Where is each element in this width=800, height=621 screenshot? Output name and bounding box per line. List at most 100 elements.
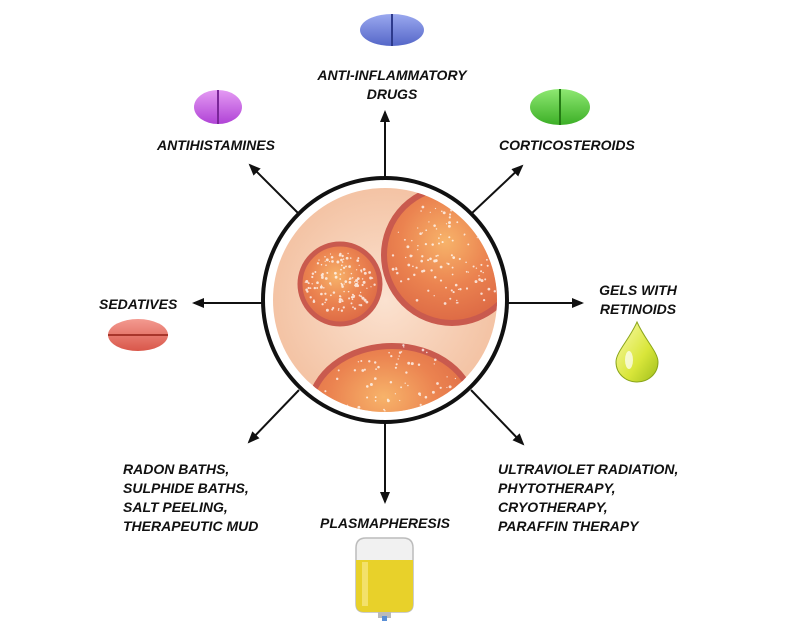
skin-speckle xyxy=(398,424,400,426)
skin-speckle xyxy=(478,278,481,281)
skin-speckle xyxy=(457,288,460,291)
skin-speckle xyxy=(458,257,461,261)
skin-speckle xyxy=(339,252,342,256)
skin-speckle xyxy=(420,465,422,467)
skin-speckle xyxy=(342,306,345,309)
pill-purple-icon xyxy=(194,90,242,124)
skin-speckle xyxy=(328,260,331,263)
skin-speckle xyxy=(425,449,427,451)
skin-speckle xyxy=(399,280,403,283)
skin-speckle xyxy=(493,290,496,293)
skin-speckle xyxy=(480,263,483,266)
skin-speckle xyxy=(448,221,451,225)
skin-speckle xyxy=(506,259,508,261)
skin-speckle xyxy=(362,268,366,271)
skin-speckle xyxy=(451,273,454,276)
skin-speckle xyxy=(322,276,324,278)
skin-speckle xyxy=(474,280,478,284)
skin-speckle xyxy=(316,287,319,289)
skin-speckle xyxy=(410,362,414,366)
skin-speckle xyxy=(448,236,451,239)
skin-speckle xyxy=(307,286,310,290)
label-line: PARAFFIN THERAPY xyxy=(498,518,639,534)
skin-speckle xyxy=(350,302,353,305)
skin-speckle xyxy=(508,270,511,273)
skin-speckle xyxy=(434,259,438,263)
skin-speckle xyxy=(374,396,377,399)
skin-speckle xyxy=(356,259,360,262)
skin-speckle xyxy=(403,238,406,241)
skin-speckle xyxy=(326,271,329,274)
label-line: PLASMAPHERESIS xyxy=(320,515,450,531)
skin-speckle xyxy=(373,377,377,380)
skin-speckle xyxy=(428,221,430,223)
skin-speckle xyxy=(472,265,475,268)
skin-speckle xyxy=(434,358,437,362)
skin-speckle xyxy=(456,415,458,417)
label-plasmapheresis: PLASMAPHERESIS xyxy=(310,514,460,533)
skin-speckle xyxy=(356,284,360,288)
skin-speckle xyxy=(404,382,406,384)
skin-speckle xyxy=(418,466,420,468)
skin-speckle xyxy=(480,292,483,295)
skin-speckle xyxy=(370,286,372,288)
skin-speckle xyxy=(324,260,326,262)
skin-speckle xyxy=(458,418,460,420)
skin-speckle xyxy=(328,416,331,419)
arrow-down-right xyxy=(470,389,525,446)
skin-speckle xyxy=(338,300,342,304)
skin-speckle xyxy=(430,440,432,442)
skin-speckle xyxy=(353,369,357,372)
skin-speckle xyxy=(369,276,373,280)
skin-speckle xyxy=(405,371,408,374)
skin-speckle xyxy=(463,233,466,236)
gel-drop-icon xyxy=(615,320,659,383)
skin-speckle xyxy=(445,286,447,289)
skin-speckle xyxy=(323,287,325,289)
skin-speckle xyxy=(465,287,469,290)
skin-speckle xyxy=(422,433,423,434)
skin-speckle xyxy=(320,263,323,266)
skin-speckle xyxy=(427,259,430,262)
skin-speckle xyxy=(340,264,343,267)
skin-speckle xyxy=(361,283,364,287)
skin-speckle xyxy=(345,256,349,260)
skin-speckle xyxy=(313,286,317,290)
skin-speckle xyxy=(412,265,414,268)
skin-speckle xyxy=(394,474,395,475)
skin-speckle xyxy=(357,361,360,363)
skin-speckle xyxy=(361,278,364,280)
skin-speckle xyxy=(359,295,362,297)
skin-speckle xyxy=(501,252,502,253)
skin-speckle xyxy=(324,256,326,258)
skin-speckle xyxy=(324,292,327,295)
label-line: SULPHIDE BATHS, xyxy=(123,480,249,496)
skin-speckle xyxy=(378,472,381,475)
skin-speckle xyxy=(428,438,429,439)
skin-speckle xyxy=(419,232,422,235)
skin-speckle xyxy=(325,258,329,262)
skin-speckle xyxy=(509,243,512,246)
skin-speckle xyxy=(341,300,344,303)
skin-speckle xyxy=(309,287,312,289)
skin-speckle xyxy=(482,271,484,274)
skin-speckle xyxy=(411,239,413,242)
skin-speckle xyxy=(451,266,454,269)
skin-speckle xyxy=(396,432,398,434)
skin-speckle xyxy=(505,257,507,259)
skin-speckle xyxy=(337,438,339,440)
skin-speckle xyxy=(325,264,327,266)
skin-speckle xyxy=(361,369,365,372)
skin-speckle xyxy=(435,255,438,257)
label-sedatives: SEDATIVES xyxy=(99,295,177,314)
skin-speckle xyxy=(439,386,442,389)
skin-speckle xyxy=(431,243,434,246)
skin-speckle xyxy=(373,361,377,364)
skin-speckle xyxy=(316,281,319,285)
skin-speckle xyxy=(476,236,478,239)
skin-speckle xyxy=(446,386,448,389)
skin-speckle xyxy=(359,291,362,294)
skin-speckle xyxy=(421,232,424,234)
label-anti-inflammatory-drugs: ANTI-INFLAMMATORY DRUGS xyxy=(300,66,484,104)
skin-speckle xyxy=(387,437,390,440)
